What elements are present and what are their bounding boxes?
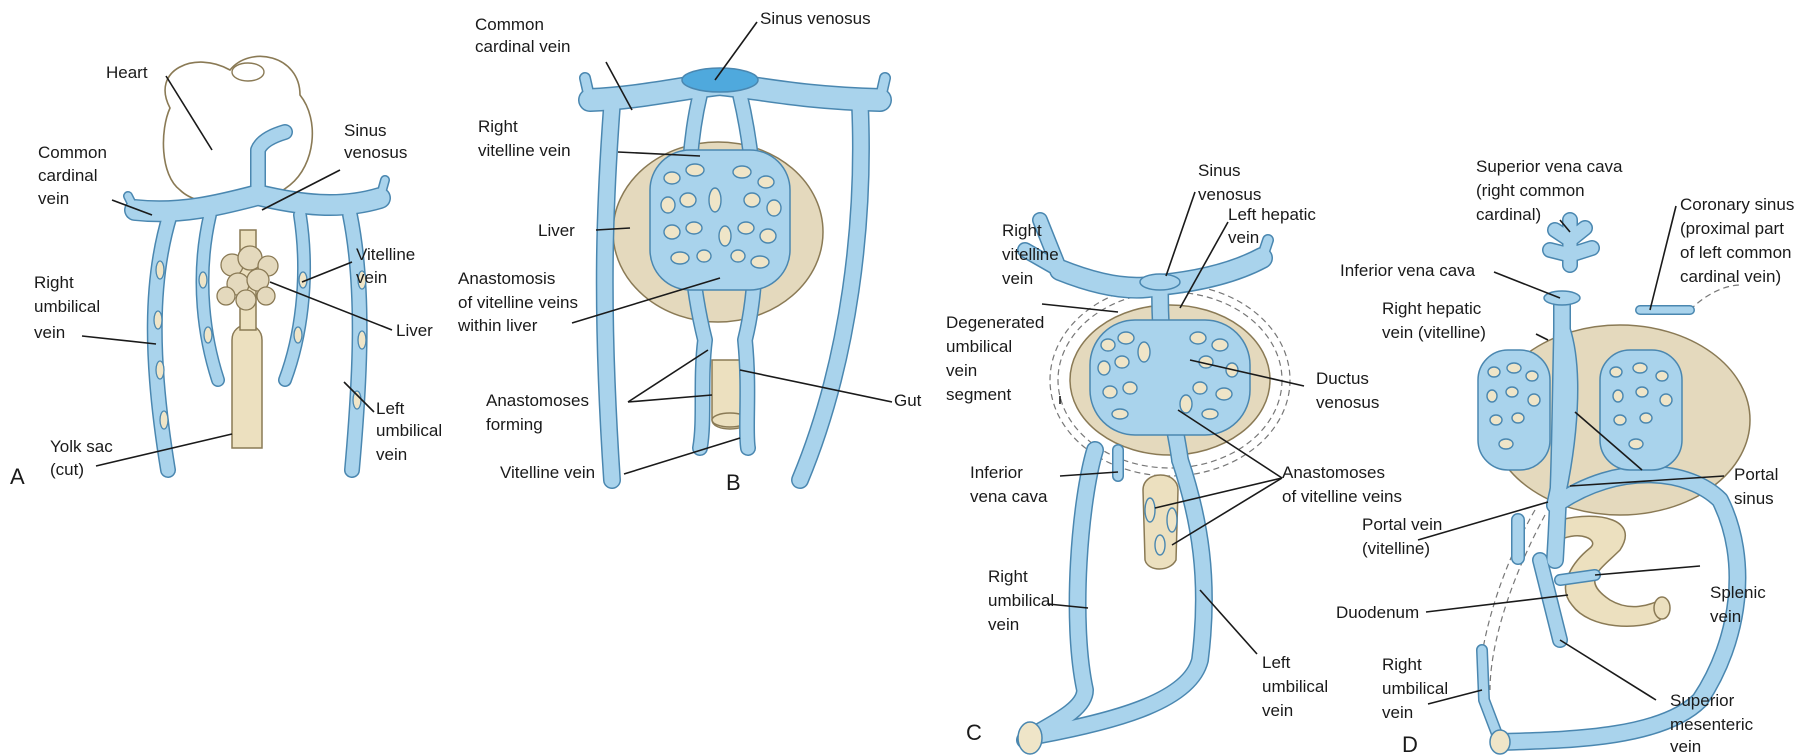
label-anastomoses-vitelline: Anastomoses of vitelline veins (1282, 463, 1402, 506)
label-left-umbilical-vein-c: Left umbilical vein (1262, 653, 1333, 720)
panel-letter-a: A (10, 464, 25, 489)
label-yolk-sac: Yolk sac (cut) (50, 437, 117, 479)
panel-b: Common cardinal vein Sinus venosus Right… (457, 9, 922, 495)
label-ductus-venosus-c: Ductus venosus (1316, 369, 1379, 412)
label-left-umbilical-vein-a: Left umbilical vein (376, 399, 447, 464)
label-superior-vena-cava: Superior vena cava (right common cardina… (1476, 157, 1627, 224)
coronary-dash-d (1690, 285, 1740, 310)
label-portal-vein: Portal vein (vitelline) (1362, 515, 1447, 558)
label-vitelline-vein-a: Vitelline vein (356, 245, 420, 287)
label-sinus-venosus-a: Sinus venosus (344, 121, 407, 162)
label-right-hepatic-vein: Right hepatic vein (vitelline) (1382, 299, 1486, 342)
panel-a: Heart Sinus venosus Common cardinal vein… (10, 56, 447, 489)
liver-network-c (1090, 320, 1250, 435)
label-coronary-sinus: Coronary sinus (proximal part of left co… (1680, 195, 1799, 286)
label-heart: Heart (106, 63, 148, 82)
duodenum-end (1654, 597, 1670, 619)
gut-tube-a (232, 325, 262, 448)
label-duodenum: Duodenum (1336, 603, 1419, 622)
panel-letter-c: C (966, 720, 982, 745)
panel-c: Sinus venosus Left hepatic vein Right vi… (946, 161, 1402, 754)
label-right-umbilical-vein-d: Right umbilical vein (1382, 655, 1453, 722)
label-degenerated-umbilical: Degenerated umbilical vein segment (946, 313, 1049, 404)
label-right-umbilical-vein-a: Right umbilical vein (34, 273, 105, 342)
heart-outflow (232, 63, 264, 81)
veins-d (1478, 220, 1737, 754)
label-common-cardinal-vein-a: Common cardinal vein (38, 143, 112, 208)
label-right-umbilical-vein-c: Right umbilical vein (988, 567, 1059, 634)
label-inferior-vena-cava-c: Inferior vena cava (970, 463, 1048, 506)
liver-lobules-a (217, 246, 278, 310)
label-common-cardinal-vein-b: Common cardinal vein (475, 15, 570, 56)
label-liver-b: Liver (538, 221, 575, 240)
label-anastomoses-forming: Anastomoses forming (486, 391, 594, 434)
label-left-hepatic-vein: Left hepatic vein (1228, 205, 1321, 247)
label-vitelline-vein-b: Vitelline vein (500, 463, 595, 482)
label-superior-mesenteric-vein: Superior mesenteric vein (1670, 691, 1758, 755)
panel-letter-b: B (726, 470, 741, 495)
liver-network-b (650, 150, 790, 290)
panel-d: Superior vena cava (right common cardina… (1336, 157, 1799, 755)
label-sinus-venosus-b: Sinus venosus (760, 9, 871, 28)
label-inferior-vena-cava-d: Inferior vena cava (1340, 261, 1476, 280)
label-anastomosis-within-liver: Anastomosis of vitelline veins within li… (457, 269, 583, 335)
label-liver-a: Liver (396, 321, 433, 340)
label-right-vitelline-vein-b: Right vitelline vein (478, 117, 571, 160)
label-portal-sinus: Portal sinus (1734, 465, 1783, 508)
label-sinus-venosus-c: Sinus venosus (1198, 161, 1261, 204)
panel-letter-d: D (1402, 732, 1418, 755)
label-gut: Gut (894, 391, 922, 410)
